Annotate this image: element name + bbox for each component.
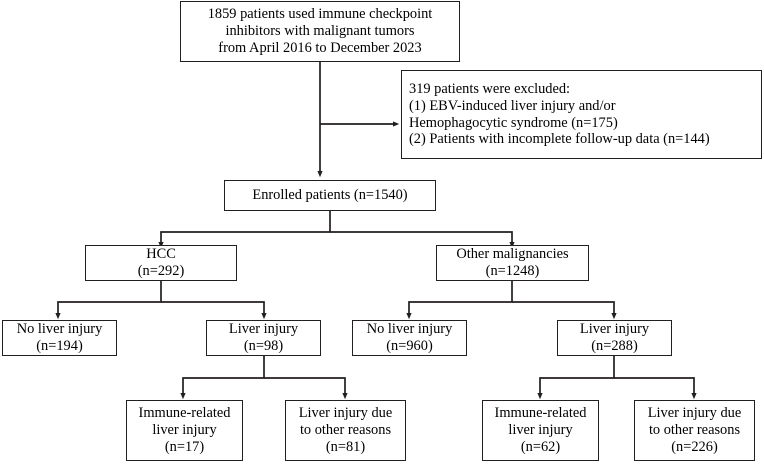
- enrollment-source-line-3: from April 2016 to December 2023: [218, 39, 422, 56]
- excluded-line-2: (1) EBV-induced liver injury and/or: [409, 97, 616, 114]
- edge-hcc-split: [55, 281, 267, 320]
- node-excluded-patients: 319 patients were excluded: (1) EBV-indu…: [401, 70, 762, 159]
- edge-enrolled-split: [158, 211, 515, 249]
- other-injury-line-2: (n=288): [591, 338, 638, 354]
- hcc-immune-line-2: liver injury: [152, 422, 217, 439]
- other-other-line-1: Liver injury due: [647, 405, 742, 422]
- other-malignancies-line-2: (n=1248): [485, 263, 540, 279]
- other-other-line-2: to other reasons: [648, 422, 741, 439]
- node-hcc-liver-injury-other-reasons: Liver injury due to other reasons (n=81): [285, 400, 406, 461]
- node-hcc-no-liver-injury: No liver injury (n=194): [2, 320, 117, 356]
- node-other-liver-injury: Liver injury (n=288): [557, 320, 672, 356]
- edge-other-malignancies-split: [406, 281, 617, 320]
- hcc-no-injury-line-1: No liver injury: [16, 321, 103, 338]
- other-malignancies-line-1: Other malignancies: [456, 246, 569, 263]
- enrollment-source-line-1: 1859 patients used immune checkpoint: [207, 6, 433, 23]
- enrolled-line-1: Enrolled patients (n=1540): [252, 187, 408, 204]
- hcc-other-line-2: to other reasons: [299, 422, 392, 439]
- node-other-liver-injury-other-reasons: Liver injury due to other reasons (n=226…: [634, 400, 755, 461]
- node-other-no-liver-injury: No liver injury (n=960): [352, 320, 467, 356]
- other-immune-line-1: Immune-related: [494, 405, 587, 422]
- hcc-injury-line-1: Liver injury: [228, 321, 299, 338]
- node-hcc: HCC (n=292): [85, 245, 237, 281]
- edge-other-injury-split: [537, 356, 697, 400]
- hcc-other-line-3: (n=81): [325, 438, 366, 455]
- other-injury-line-1: Liver injury: [579, 321, 650, 338]
- hcc-injury-line-2: (n=98): [243, 338, 284, 354]
- excluded-line-4: (2) Patients with incomplete follow-up d…: [409, 131, 710, 148]
- hcc-no-injury-line-2: (n=194): [36, 338, 83, 354]
- excluded-line-1: 319 patients were excluded:: [409, 81, 571, 98]
- hcc-line-1: HCC: [146, 246, 176, 263]
- node-enrolled-patients: Enrolled patients (n=1540): [224, 180, 436, 211]
- other-other-line-3: (n=226): [671, 438, 718, 455]
- other-no-injury-line-2: (n=960): [386, 338, 433, 354]
- node-hcc-liver-injury: Liver injury (n=98): [206, 320, 321, 356]
- hcc-other-line-1: Liver injury due: [298, 405, 393, 422]
- hcc-immune-line-1: Immune-related: [138, 405, 231, 422]
- node-enrollment-source: 1859 patients used immune checkpoint inh…: [180, 1, 460, 62]
- hcc-line-2: (n=292): [137, 263, 185, 279]
- node-hcc-immune-related-liver-injury: Immune-related liver injury (n=17): [126, 400, 243, 461]
- excluded-line-3: Hemophagocytic syndrome (n=175): [409, 114, 618, 131]
- other-immune-line-2: liver injury: [508, 422, 573, 439]
- hcc-immune-line-3: (n=17): [164, 438, 205, 455]
- other-immune-line-3: (n=62): [520, 438, 561, 455]
- node-other-malignancies: Other malignancies (n=1248): [436, 245, 589, 281]
- enrollment-source-line-2: inhibitors with malignant tumors: [225, 23, 415, 40]
- node-other-immune-related-liver-injury: Immune-related liver injury (n=62): [482, 400, 599, 461]
- edge-hcc-injury-split: [180, 356, 348, 400]
- other-no-injury-line-1: No liver injury: [366, 321, 453, 338]
